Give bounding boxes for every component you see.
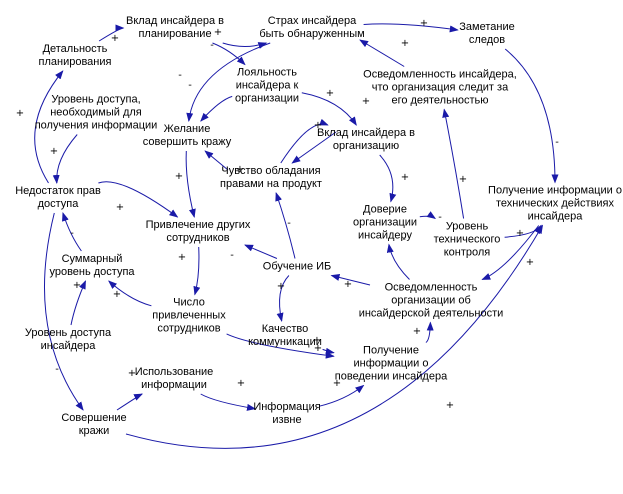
links-layer [34, 23, 559, 449]
link-n19-n16 [108, 280, 152, 307]
link-sign-n2-n8: - [178, 70, 182, 81]
link-n16-n11 [62, 212, 82, 252]
link-n22-n18 [425, 321, 434, 343]
link-sign-n23-n24: + [237, 378, 245, 389]
link-sign-n6-n2: + [401, 38, 409, 49]
link-n14-n15 [419, 211, 437, 220]
link-n10-n9 [280, 118, 329, 164]
link-sign-n11-n25: - [55, 364, 59, 375]
link-sign-n5-n8: - [188, 80, 192, 91]
link-n12-n18 [481, 225, 540, 280]
link-n8-n13 [185, 150, 196, 218]
link-sign-n24-n22: + [333, 378, 341, 389]
link-n7-n11 [52, 134, 78, 184]
link-sign-n10-n9: + [362, 96, 370, 107]
link-n11-n13 [98, 181, 179, 218]
link-sign-n9-n10: + [314, 120, 322, 131]
link-n10-n8 [204, 150, 229, 171]
link-sign-n15-n12: + [516, 228, 524, 239]
link-n1-n5 [212, 42, 246, 66]
link-n1-n2 [222, 42, 268, 49]
link-sign-n5-n9: + [326, 88, 334, 99]
link-n3-n12 [504, 48, 559, 184]
link-n18-n17 [330, 274, 371, 286]
link-sign-n11-n4: + [16, 108, 24, 119]
link-sign-n1-n2: + [214, 27, 222, 38]
link-n21-n22 [322, 347, 335, 355]
link-n5-n8 [200, 95, 233, 122]
link-n23-n24 [200, 393, 256, 411]
link-n4-n1 [98, 24, 125, 42]
link-n13-n19 [193, 246, 201, 296]
link-sign-n7-n11: + [50, 146, 58, 157]
link-sign-n18-n14: - [402, 234, 406, 245]
link-sign-n12-n18: + [526, 257, 534, 268]
link-n24-n22 [318, 384, 365, 407]
link-n25-n12 [125, 224, 544, 449]
link-sign-n9-n14: + [401, 172, 409, 183]
link-n17-n13 [244, 244, 278, 259]
link-n17-n21 [276, 275, 290, 322]
link-sign-n25-n12: + [446, 400, 454, 411]
link-sign-n19-n22: + [313, 335, 321, 346]
link-n2-n8 [186, 42, 271, 122]
link-sign-n2-n3: + [420, 18, 428, 29]
link-sign-n18-n17: + [344, 279, 352, 290]
link-sign-n8-n13: + [175, 171, 183, 182]
link-n18-n14 [386, 243, 410, 280]
link-n5-n9 [301, 92, 357, 126]
link-sign-n16-n11: - [70, 228, 74, 239]
link-sign-n19-n16: + [113, 289, 121, 300]
signs-layer: ++--+-++-++++++++-++---+-++++++++-++++ [16, 18, 559, 411]
link-sign-n4-n1: + [111, 33, 119, 44]
link-n2-n3 [363, 23, 459, 33]
link-n19-n22 [226, 333, 335, 359]
link-n6-n2 [359, 39, 405, 67]
link-sign-n15-n6: + [459, 174, 467, 185]
link-sign-n17-n10: - [287, 218, 291, 229]
link-sign-n17-n13: - [230, 250, 234, 261]
link-sign-n10-n8: + [236, 164, 244, 175]
link-n15-n6 [442, 108, 465, 219]
link-sign-n1-n5: - [210, 40, 214, 51]
link-n17-n10 [275, 192, 296, 259]
link-sign-n14-n15: - [438, 212, 442, 223]
link-sign-n21-n22: + [314, 343, 322, 354]
link-n25-n23 [116, 393, 144, 411]
link-sign-n25-n23: + [128, 368, 136, 379]
link-sign-n17-n21: + [277, 281, 285, 292]
link-n20-n16 [70, 280, 86, 326]
link-sign-n22-n18: + [413, 326, 421, 337]
link-sign-n13-n19: + [178, 252, 186, 263]
link-n9-n10 [291, 131, 337, 164]
link-n11-n4 [34, 70, 64, 184]
link-sign-n3-n12: - [555, 137, 559, 148]
link-n11-n25 [43, 212, 84, 411]
link-sign-n11-n13: + [116, 202, 124, 213]
link-n9-n14 [379, 154, 397, 203]
link-sign-n20-n16: + [73, 280, 81, 291]
